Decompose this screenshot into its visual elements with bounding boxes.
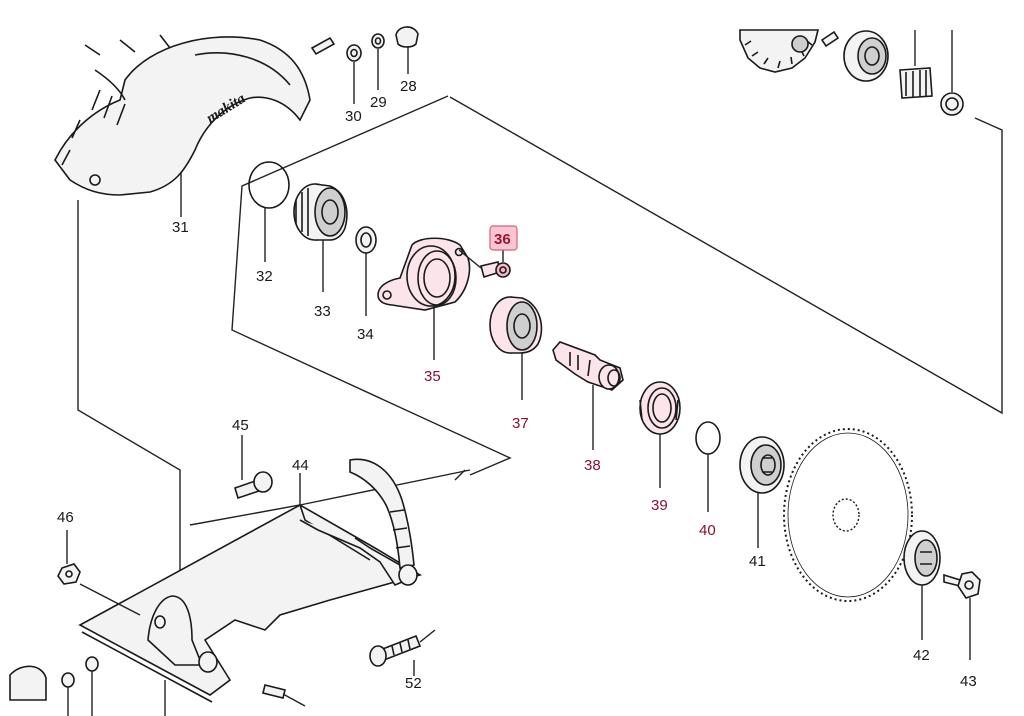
retaining-ring-34-part[interactable] [355,226,377,254]
callout-36[interactable]: 36 [494,231,511,248]
callout-28[interactable]: 28 [400,78,417,95]
callout-31[interactable]: 31 [172,219,189,236]
screw-36-part[interactable] [480,261,511,279]
knob-28-part[interactable] [395,26,419,48]
callout-45[interactable]: 45 [232,417,249,434]
callout-43[interactable]: 43 [960,673,977,690]
callout-44[interactable]: 44 [292,457,309,474]
spindle-38-part[interactable] [552,341,624,391]
assembly-frame-lines [77,95,1003,605]
bottom-edge-parts [9,656,306,716]
callout-36-highlight-box [489,225,518,251]
callout-41[interactable]: 41 [749,553,766,570]
callout-30[interactable]: 30 [345,108,362,125]
outer-flange-42-part[interactable] [903,530,941,586]
washer-30-part[interactable] [346,44,362,62]
callout-37[interactable]: 37 [512,415,529,432]
blade-guard-part[interactable]: makita [54,34,311,196]
callout-38[interactable]: 38 [584,457,601,474]
o-ring-40-part[interactable] [695,421,721,455]
pinion-part[interactable] [899,67,933,99]
saw-blade-part[interactable] [783,428,913,602]
bearing-37-part[interactable] [489,296,543,354]
base-plate-44-part[interactable] [78,504,423,703]
callout-40[interactable]: 40 [699,522,716,539]
callout-52[interactable]: 52 [405,675,422,692]
bearing-box-35-part[interactable] [377,237,471,311]
callout-39[interactable]: 39 [651,497,668,514]
gear-group[interactable] [739,29,840,73]
washer-29-part[interactable] [371,33,385,49]
top-small-parts [310,26,419,62]
depth-guide-part[interactable] [349,458,418,586]
o-ring-32-part[interactable] [248,161,290,209]
hex-nut-46-part[interactable] [57,563,81,585]
retaining-ring-top-part[interactable] [940,92,964,116]
callout-42[interactable]: 42 [913,647,930,664]
pin-part[interactable] [310,36,336,56]
callout-32[interactable]: 32 [256,268,273,285]
washer-39-part[interactable] [639,381,681,435]
bearing-33-part[interactable] [293,183,348,241]
callout-35[interactable]: 35 [424,368,441,385]
thumb-screw-52-part[interactable] [369,634,422,667]
callout-33[interactable]: 33 [314,303,331,320]
callout-34[interactable]: 34 [357,326,374,343]
inner-flange-41-part[interactable] [739,436,785,494]
hex-bolt-43-part[interactable] [943,571,981,599]
bracket-part[interactable] [147,595,218,673]
bearing-top-part[interactable] [843,30,889,82]
bolt-45-part[interactable] [234,471,273,500]
callout-29[interactable]: 29 [370,94,387,111]
callout-46[interactable]: 46 [57,509,74,526]
